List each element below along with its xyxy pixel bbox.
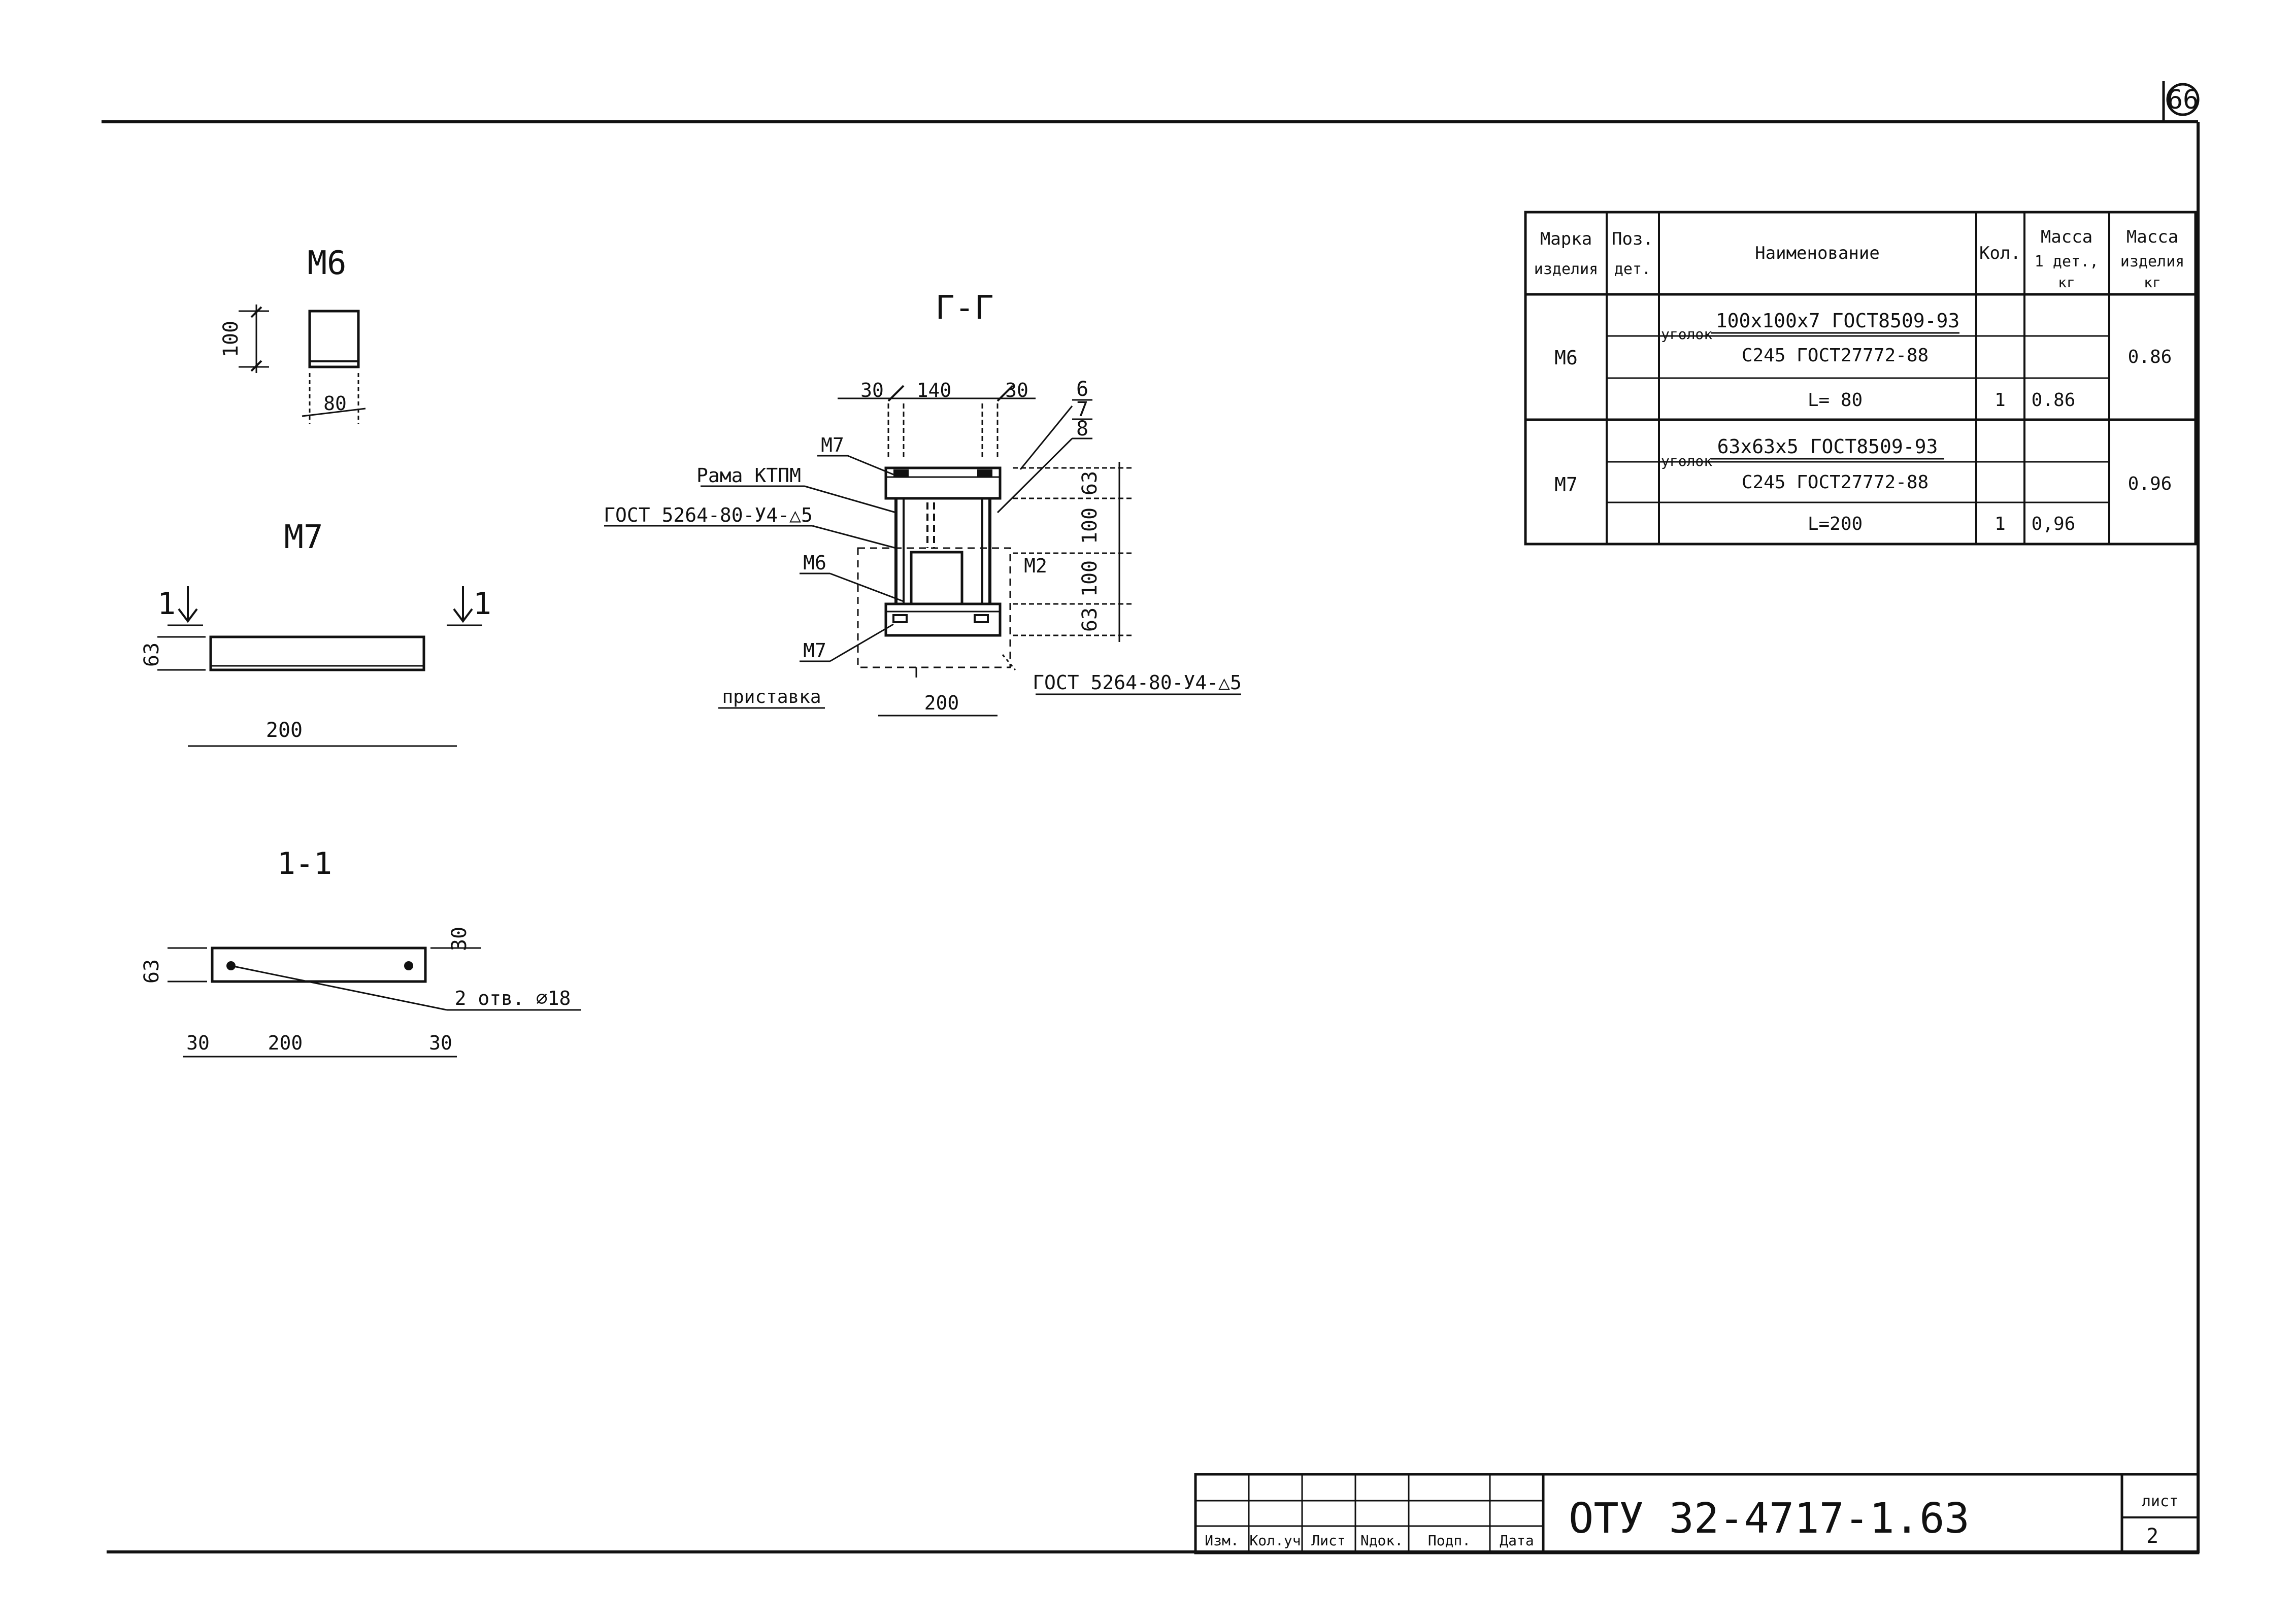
- gg-label-m2: М2: [1024, 555, 1047, 577]
- stamp-col-koluch: Кол.уч: [1249, 1532, 1301, 1549]
- th-qty: Кол.: [1979, 243, 2021, 263]
- stamp-col-data: Дата: [1500, 1532, 1534, 1549]
- stamp-col-list: Лист: [1311, 1532, 1345, 1549]
- gg-label-m6: М6: [803, 552, 826, 574]
- row-m6-length: L= 80: [1808, 390, 1863, 411]
- th-mass-part-1: Масса: [2041, 227, 2092, 247]
- section-1-1-dim-top: 30: [448, 927, 471, 951]
- gg-label-frame: Рама КТПМ: [696, 464, 801, 487]
- m7-section-mark-left: 1: [157, 586, 176, 622]
- row-m7-mark: М7: [1554, 473, 1578, 496]
- gg-dim-right-3: 100: [1078, 560, 1102, 597]
- m6-title: М6: [307, 245, 346, 282]
- stamp-sheet-number: 2: [2146, 1525, 2158, 1548]
- spec-table: Марка изделия Поз. дет. Наименование Кол…: [1524, 211, 2197, 546]
- th-mass-part-2: 1 дет.,: [2035, 253, 2099, 270]
- gg-label-weld-top: ГОСТ 5264-80-У4-△5: [604, 504, 813, 526]
- th-mass-item-3: кг: [2144, 274, 2161, 291]
- view-section-1-1: 1-1 63 30 2 отв. ⌀18 30 200 30: [140, 846, 581, 1058]
- gg-label-m7-top: М7: [821, 434, 844, 456]
- gg-dim-top-left: 30: [860, 379, 884, 401]
- m6-dim-width: 80: [323, 392, 347, 415]
- row-m7-profile: 63x63x5 ГОСТ8509-93: [1717, 435, 1938, 458]
- m7-dim-length: 200: [266, 719, 303, 742]
- th-name: Наименование: [1755, 243, 1880, 263]
- section-1-1-dim-left: 30: [186, 1032, 210, 1054]
- view-section-gg: Г-Г 30 140 30 6 7 8: [604, 289, 1242, 717]
- gg-label-weld-bottom: ГОСТ 5264-80-У4-△5: [1033, 671, 1242, 694]
- th-pos-1: Поз.: [1612, 229, 1653, 249]
- gg-dim-right-1: 63: [1078, 471, 1102, 495]
- row-m6-mass-part: 0.86: [2032, 390, 2076, 411]
- gg-dim-bottom: 200: [924, 692, 959, 714]
- page-number: 66: [2167, 85, 2199, 115]
- gg-dim-right-2: 100: [1078, 507, 1102, 544]
- row-m6-profile: 100x100x7 ГОСТ8509-93: [1716, 310, 1959, 332]
- th-mark-2: изделия: [1534, 260, 1598, 278]
- row-m7-steel: С245 ГОСТ27772-88: [1742, 472, 1929, 493]
- th-mass-item-1: Масса: [2126, 227, 2178, 247]
- m7-section-mark-right: 1: [473, 586, 491, 622]
- th-pos-2: дет.: [1614, 260, 1651, 278]
- row-m7-qty: 1: [1995, 514, 2006, 534]
- row-m6-steel: С245 ГОСТ27772-88: [1742, 345, 1929, 366]
- title-block: Изм. Кол.уч Лист Nдок. Подп. Дата ОТУ 32…: [1194, 1473, 2200, 1554]
- view-m6: М6 100 80: [219, 245, 366, 424]
- row-m7-mass-item: 0.96: [2128, 473, 2172, 494]
- stamp-col-izm: Изм.: [1205, 1532, 1239, 1549]
- row-m6-mass-item: 0.86: [2128, 347, 2172, 367]
- row-m7-type: уголок: [1661, 453, 1712, 469]
- gg-label-m7-bottom: М7: [803, 639, 826, 662]
- view-m7: М7 1 1 63 200: [140, 519, 491, 747]
- gg-label-adapter: приставка: [722, 687, 821, 707]
- section-1-1-title: 1-1: [277, 846, 332, 882]
- section-gg-title: Г-Г: [935, 289, 994, 327]
- row-m7-mass-part: 0,96: [2032, 514, 2076, 534]
- stamp-sheet-label: лист: [2142, 1493, 2178, 1510]
- m7-title: М7: [284, 519, 323, 556]
- section-1-1-dim-right: 30: [429, 1032, 452, 1054]
- gg-item-8: 8: [1076, 417, 1088, 441]
- row-m6-mark: М6: [1554, 347, 1578, 369]
- gg-item-7: 7: [1076, 398, 1088, 421]
- th-mark-1: Марка: [1540, 229, 1592, 249]
- stamp-col-ndok: Nдок.: [1360, 1532, 1403, 1549]
- th-mass-part-3: кг: [2058, 274, 2075, 291]
- section-1-1-hole-note: 2 отв. ⌀18: [455, 987, 571, 1009]
- row-m6-type: уголок: [1661, 326, 1712, 343]
- gg-dim-right-4: 63: [1078, 607, 1102, 632]
- row-m6-qty: 1: [1995, 390, 2006, 411]
- section-1-1-dim-height: 63: [140, 959, 163, 984]
- th-mass-item-2: изделия: [2120, 253, 2184, 270]
- row-m7-length: L=200: [1808, 514, 1863, 534]
- stamp-document-code: ОТУ 32-4717-1.63: [1569, 1495, 1970, 1543]
- gg-dim-top-middle: 140: [917, 379, 952, 401]
- section-1-1-dim-middle: 200: [268, 1032, 303, 1054]
- m6-dim-height: 100: [219, 321, 243, 357]
- m7-dim-height: 63: [140, 642, 163, 667]
- gg-item-6: 6: [1076, 378, 1088, 401]
- page-number-badge: 66: [2162, 81, 2200, 122]
- stamp-col-podp: Подп.: [1428, 1532, 1471, 1549]
